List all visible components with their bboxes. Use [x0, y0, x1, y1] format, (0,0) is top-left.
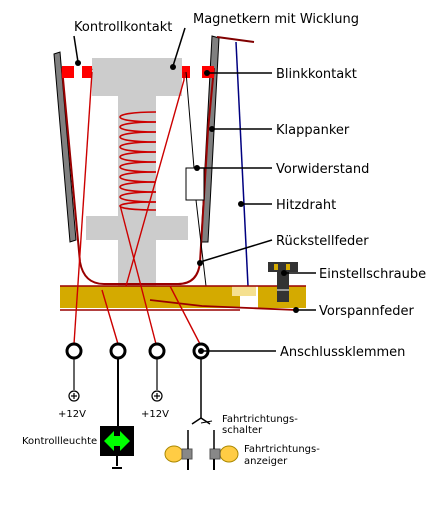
label-fahrtrichtungsschalter-2: schalter: [222, 425, 263, 436]
label-kontrollkontakt: Kontrollkontakt: [74, 20, 172, 35]
ground-icon: [112, 456, 122, 469]
label-fahrtrichtungsschalter-1: Fahrtrichtungs-: [222, 414, 298, 425]
plus-source-icon: [68, 358, 163, 402]
label-plus12v-2: +12V: [141, 409, 169, 420]
label-plus12v-1: +12V: [58, 409, 86, 420]
base-plate-mid: [232, 286, 256, 296]
label-vorwiderstand: Vorwiderstand: [276, 162, 369, 177]
label-anschlussklemmen: Anschlussklemmen: [280, 345, 405, 360]
terminal-wires: [73, 71, 201, 345]
label-einstellschraube: Einstellschraube: [319, 267, 426, 282]
label-klappanker: Klappanker: [276, 123, 350, 138]
terminal-icon: [65, 342, 210, 360]
screw-icon: [268, 262, 298, 302]
left-frame: [53, 51, 77, 243]
klappanker-top-wire: [216, 36, 255, 43]
frame-wire: [61, 67, 215, 285]
vorwiderstand-wire-bottom: [195, 199, 207, 287]
label-blinkkontakt: Blinkkontakt: [276, 67, 357, 82]
schalter-arrow: [200, 420, 213, 424]
core-base: [86, 216, 188, 240]
label-rueckstellfeder: Rückstellfeder: [276, 234, 369, 249]
coil-winding: [119, 111, 157, 211]
hitzdraht-line: [235, 41, 249, 287]
label-magnetkern: Magnetkern mit Wicklung: [193, 12, 359, 27]
vorwiderstand-wire-top: [185, 71, 195, 169]
vorspannfeder-wire: [149, 299, 297, 311]
label-hitzdraht: Hitzdraht: [276, 198, 336, 213]
label-vorspannfeder: Vorspannfeder: [319, 304, 414, 319]
label-kontrollleuchte: Kontrollleuchte: [22, 436, 97, 447]
base-plate: [60, 286, 240, 308]
vorwiderstand: [185, 167, 205, 201]
label-fahrtrichtungsanzeiger-1: Fahrtrichtungs-: [244, 444, 320, 455]
bulb-icon: [164, 444, 239, 470]
kontrollkontakt-left: [62, 66, 74, 78]
leader-dots: [75, 60, 299, 354]
switch-icon: [187, 358, 215, 444]
label-fahrtrichtungsanzeiger-2: anzeiger: [244, 456, 288, 467]
core-top: [92, 58, 182, 96]
leader-lines: [73, 27, 316, 352]
arrow-lamp-icon: [100, 426, 134, 456]
kontrollkontakt-right: [82, 66, 92, 78]
